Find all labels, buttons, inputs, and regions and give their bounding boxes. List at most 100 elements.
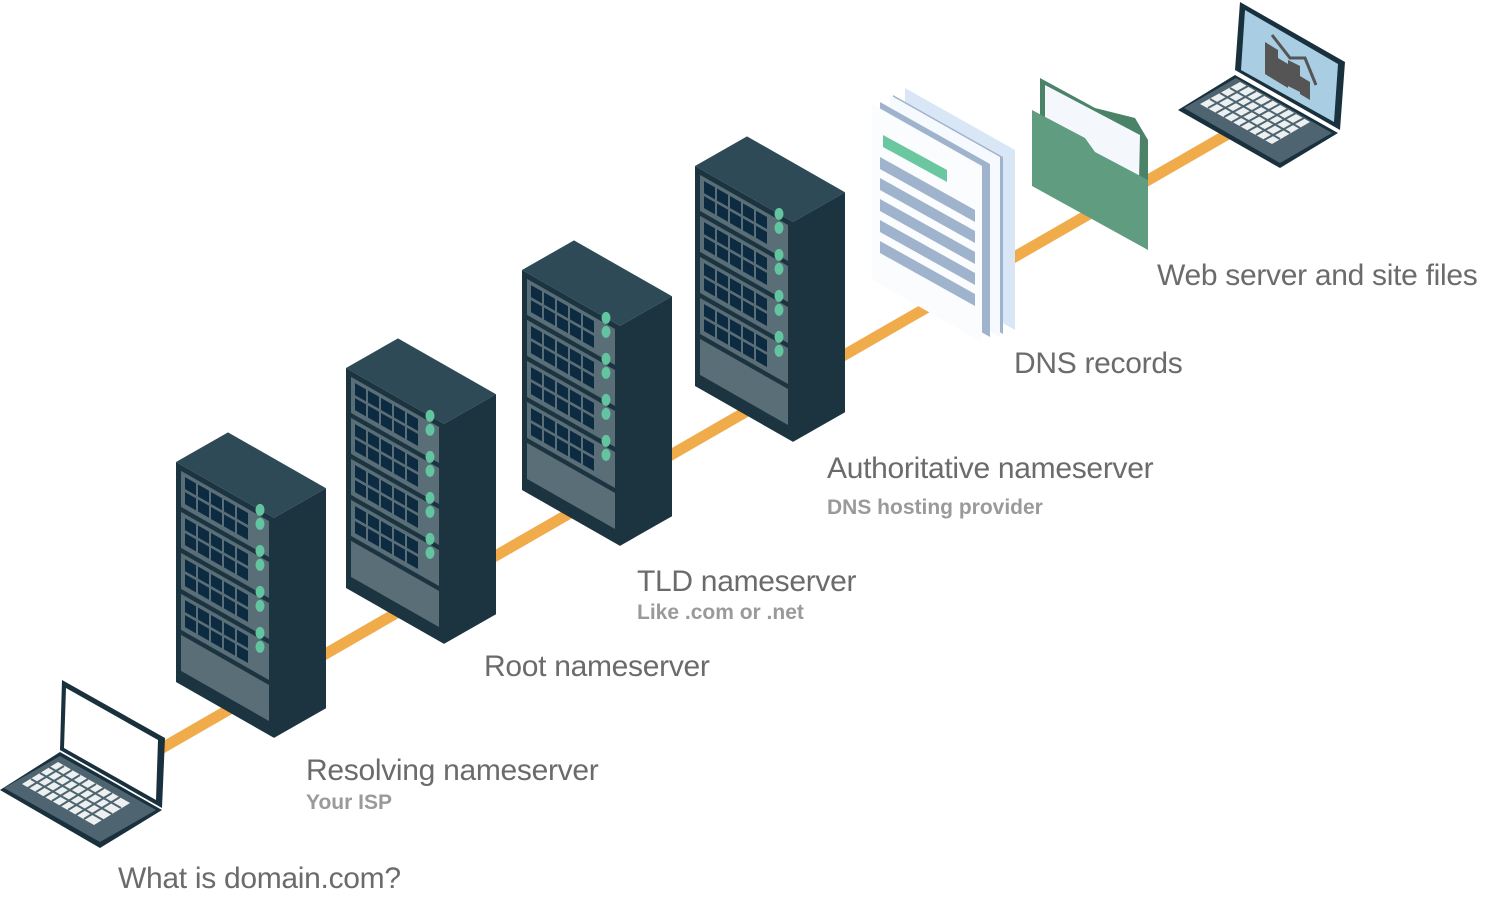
rack-bay — [407, 550, 418, 570]
rack-bay — [394, 446, 405, 465]
rack-bay — [544, 389, 555, 408]
rack-side — [274, 488, 326, 738]
status-led-icon — [601, 311, 611, 324]
rack-base — [181, 634, 269, 722]
status-led-icon — [425, 532, 435, 545]
rack-bay — [224, 540, 235, 559]
rack-bay — [756, 225, 767, 245]
rack-bay — [368, 528, 379, 547]
rack-bay — [185, 518, 196, 537]
rack-bay — [381, 397, 392, 417]
rack-bay — [355, 480, 366, 499]
rack-bay — [557, 355, 568, 375]
rack-bay — [224, 581, 235, 600]
rack-bay — [211, 491, 222, 511]
rack-bay — [198, 525, 209, 544]
rack-bay — [237, 506, 248, 526]
rack-bay — [368, 390, 379, 409]
rack-bay — [570, 348, 581, 367]
rack-bay — [583, 411, 594, 431]
rack-bay — [237, 629, 248, 649]
rack-bay — [198, 607, 209, 626]
rack-bay — [557, 314, 568, 334]
rack-bay — [730, 236, 741, 256]
rack-bay — [583, 370, 594, 390]
rack-bay — [730, 333, 741, 353]
rack-top — [522, 240, 672, 326]
rack-bay — [704, 181, 715, 200]
rack-bay — [531, 285, 542, 304]
rack-bay — [355, 521, 366, 540]
rack-bay — [211, 614, 222, 634]
resolver-label: Resolving nameserver — [306, 754, 599, 787]
status-led-icon — [255, 503, 265, 516]
rack-bay — [544, 292, 555, 311]
status-led-icon — [425, 505, 435, 518]
rack-bay — [355, 398, 366, 417]
rack-bay — [743, 259, 754, 278]
rack-bay — [756, 266, 767, 286]
rack-bay — [570, 307, 581, 326]
rack-base — [527, 442, 615, 530]
rack-bay — [224, 637, 235, 656]
status-led-icon — [774, 330, 784, 343]
rack-bay — [583, 355, 594, 375]
status-led-icon — [774, 207, 784, 220]
rack-bay — [211, 629, 222, 649]
rack-bay — [730, 292, 741, 312]
rack-bay — [544, 333, 555, 352]
status-led-icon — [601, 325, 611, 338]
rack-bay — [544, 415, 555, 434]
rack-bay — [237, 603, 248, 623]
rack-bay — [368, 487, 379, 506]
rack-bay — [407, 453, 418, 473]
rack-bay — [531, 408, 542, 427]
rack-base — [351, 540, 439, 628]
rack-bay — [381, 453, 392, 473]
rack-bay — [557, 299, 568, 319]
rack-bay — [355, 465, 366, 484]
rack-bay — [237, 521, 248, 541]
rack-bay — [224, 555, 235, 574]
rack-bay — [394, 487, 405, 506]
rack-bay — [355, 383, 366, 402]
rack-bay — [583, 452, 594, 472]
rack-bay — [704, 319, 715, 338]
status-led-icon — [601, 352, 611, 365]
folder-icon — [1032, 78, 1148, 250]
status-led-icon — [255, 599, 265, 612]
rack-bay — [185, 492, 196, 511]
status-led-icon — [774, 289, 784, 302]
rack-side — [620, 296, 672, 546]
rack-bay — [544, 348, 555, 367]
rack-bay — [730, 195, 741, 215]
status-led-icon — [425, 409, 435, 422]
rack-bay — [237, 547, 248, 567]
rack-bay — [717, 326, 728, 345]
rack-top — [176, 432, 326, 518]
webserver-label: Web server and site files — [1157, 259, 1478, 292]
rack-bay — [730, 251, 741, 271]
rack-bay — [185, 600, 196, 619]
rack-bay — [743, 218, 754, 237]
rack-bay — [224, 622, 235, 641]
rack-bay — [394, 420, 405, 439]
rack-bay — [717, 244, 728, 263]
rack-bay — [570, 322, 581, 341]
rack-bay — [407, 468, 418, 488]
server-rack-icon-root — [346, 338, 496, 644]
rack-bay — [198, 540, 209, 559]
document-stack-icon — [872, 88, 1015, 342]
status-led-icon — [255, 558, 265, 571]
rack-bay — [743, 244, 754, 263]
rack-bay — [394, 405, 405, 424]
rack-bay — [743, 341, 754, 360]
rack-bay — [570, 445, 581, 464]
rack-bay — [704, 278, 715, 297]
rack-bay — [237, 644, 248, 664]
rack-bay — [381, 438, 392, 458]
status-led-icon — [255, 626, 265, 639]
status-led-icon — [774, 303, 784, 316]
tld-sublabel: Like .com or .net — [637, 601, 804, 624]
rack-bay — [381, 412, 392, 432]
